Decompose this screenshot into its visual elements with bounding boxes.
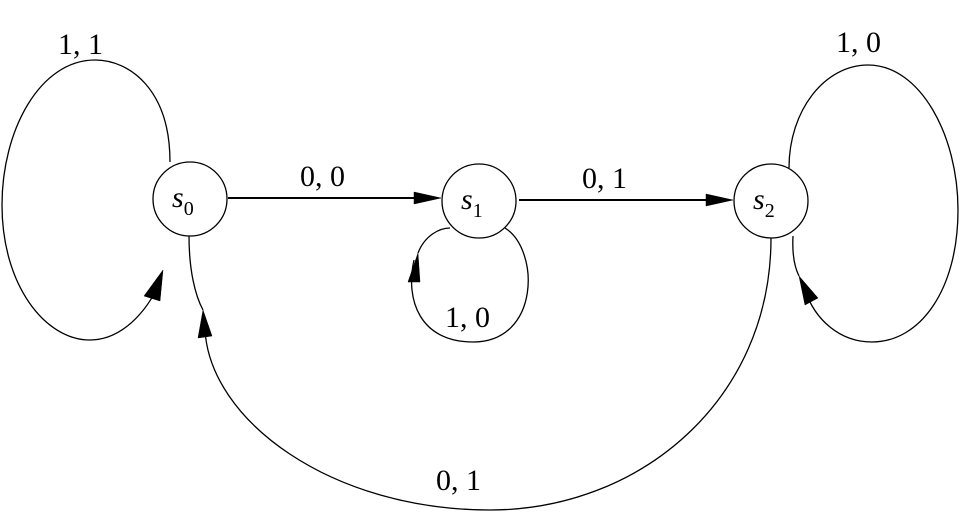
state-s0: s0 (152, 161, 228, 237)
arrow-s0-s1 (413, 191, 442, 205)
label-s0-s0: 1, 1 (58, 28, 103, 61)
label-s1-s2: 0, 1 (582, 162, 627, 195)
label-s2-s2: 1, 0 (836, 26, 881, 59)
arrow-s2-s2 (798, 275, 819, 306)
edge-s2-s0 (204, 237, 772, 511)
state-s2-circle (733, 163, 809, 239)
state-s2-label: s2 (753, 183, 775, 222)
label-s1-s1: 1, 0 (445, 301, 490, 334)
edge-s1-s1-start (417, 227, 451, 254)
arrow-s1-s2 (705, 193, 734, 207)
edge-s1-s1 (410, 227, 529, 343)
edge-s2-s2-start (792, 235, 800, 277)
arrow-s0-s0 (143, 269, 164, 302)
state-s1: s1 (441, 163, 517, 239)
state-s0-label: s0 (172, 181, 194, 220)
edge-s2-s0-tail (188, 235, 204, 311)
state-s0-circle (152, 161, 228, 237)
label-s0-s1: 0, 0 (300, 160, 345, 193)
edge-s0-s0 (1, 59, 171, 341)
edge-s2-s2 (788, 64, 959, 343)
state-s2: s2 (733, 163, 809, 239)
label-s2-s0: 0, 1 (436, 464, 481, 497)
arrow-s2-s0 (197, 309, 213, 339)
arrow-s1-s1 (407, 252, 421, 283)
state-s1-circle (441, 163, 517, 239)
state-s1-label: s1 (461, 183, 483, 222)
